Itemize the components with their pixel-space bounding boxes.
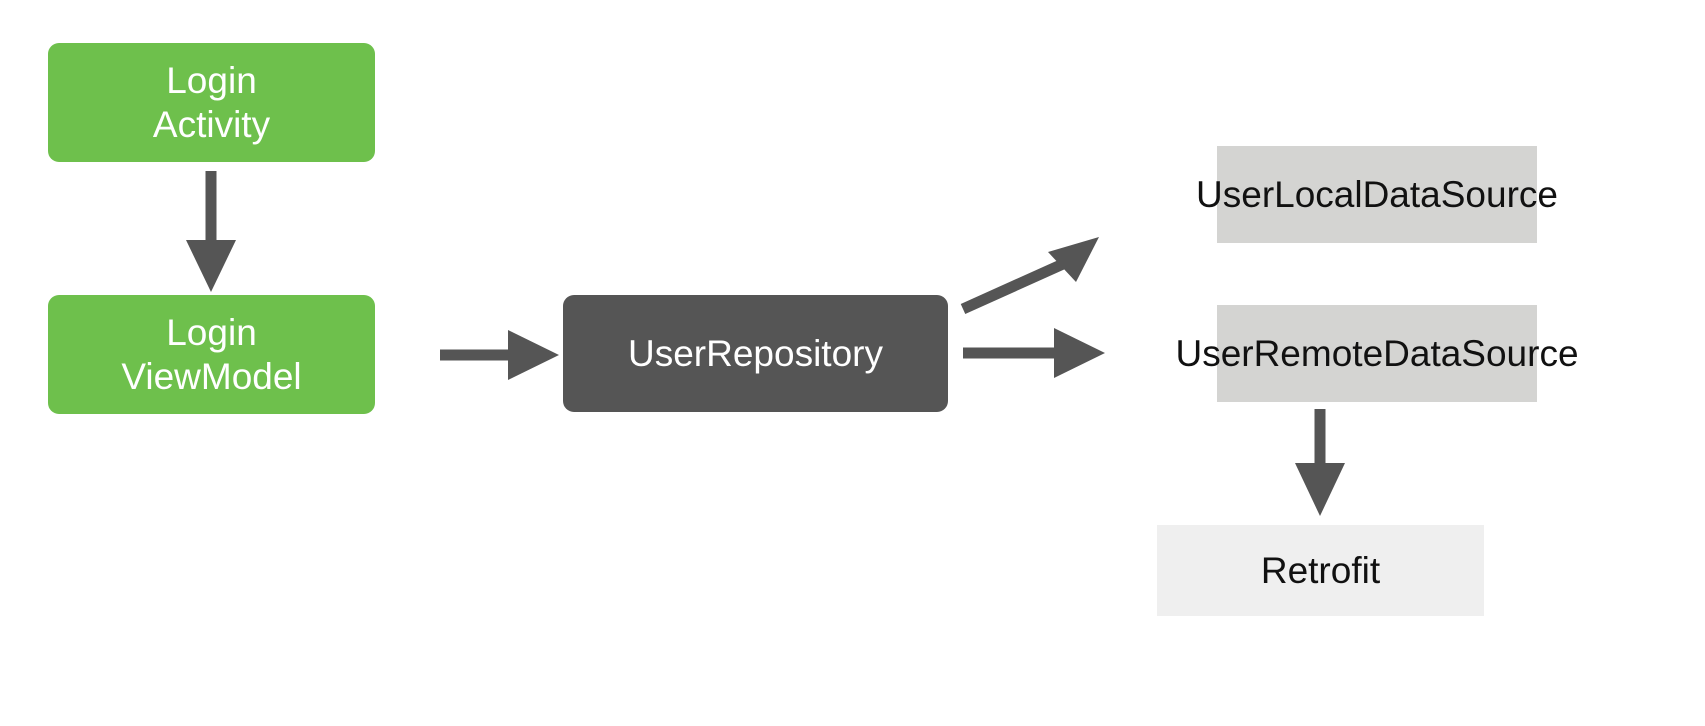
node-user-local-data-source[interactable]: UserLocalDataSource	[1196, 146, 1558, 243]
edge-activity-to-viewmodel	[186, 171, 236, 292]
node-user-remote-data-source[interactable]: UserRemoteDataSource	[1175, 305, 1579, 402]
edge-viewmodel-to-repository	[440, 330, 559, 380]
node-login-viewmodel[interactable]: Login ViewModel	[48, 295, 375, 414]
node-retrofit[interactable]: Retrofit	[1157, 525, 1484, 616]
node-user-repository[interactable]: UserRepository	[563, 295, 948, 412]
node-login-activity[interactable]: Login Activity	[48, 43, 375, 162]
edge-repository-to-remote-data-source	[963, 328, 1105, 378]
edge-repository-to-local-data-source	[960, 237, 1099, 315]
edge-remote-data-source-to-retrofit	[1295, 409, 1345, 516]
